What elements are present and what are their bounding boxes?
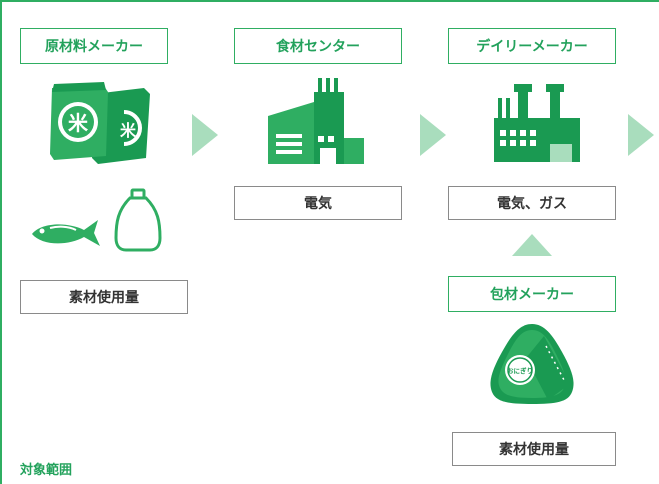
stage-raw-material-maker: 原材料メーカー [20, 28, 168, 64]
arrow-right-icon [628, 114, 654, 156]
bottle-icon [114, 188, 162, 252]
rice-character: 米 [68, 111, 89, 135]
scope-label: 対象範囲 [20, 463, 73, 478]
onigiri-label: おにぎり [507, 366, 533, 375]
raw-materials-usage-box: 素材使用量 [20, 280, 188, 314]
electricity-gas-box: 電気、ガス [448, 186, 616, 220]
packaging-materials-usage-box: 素材使用量 [452, 432, 616, 466]
onigiri-icon: おにぎり [490, 324, 574, 404]
stage-daily-maker: デイリーメーカー [448, 28, 616, 64]
daily-maker-factory-icon [494, 84, 580, 162]
stage-food-center: 食材センター [234, 28, 402, 64]
arrow-right-icon [192, 114, 218, 156]
fish-icon [32, 220, 100, 246]
stage-packaging-maker: 包材メーカー [448, 276, 616, 312]
arrow-right-icon [420, 114, 446, 156]
rice-bags-icon: 米 米 [50, 82, 150, 164]
rice-character-2: 米 [120, 121, 137, 140]
electricity-box: 電気 [234, 186, 402, 220]
arrow-up-icon [512, 234, 552, 256]
food-center-factory-icon [268, 78, 364, 164]
